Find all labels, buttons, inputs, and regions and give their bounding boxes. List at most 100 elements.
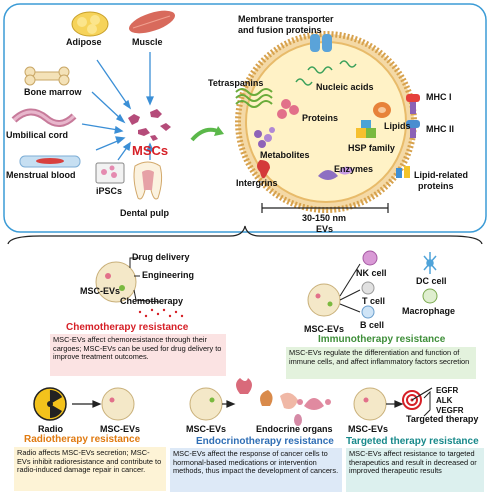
size-label: 30-150 nm (302, 213, 347, 223)
menstrual-blood-icon (19, 155, 81, 168)
target-icon (402, 387, 433, 410)
egfr-label: EGFR (436, 386, 459, 395)
enzymes-label: Enzymes (334, 164, 374, 174)
b-cell-label: B cell (360, 320, 385, 330)
proteins-label: Proteins (302, 113, 339, 123)
breast-icon (280, 392, 298, 409)
targeted-therapy-label: Targeted therapy (406, 414, 479, 424)
tetraspanins-icon (235, 88, 273, 108)
adipose-icon (71, 11, 109, 37)
chemotherapy-label: Chemotherapy (120, 296, 184, 306)
macrophage-label: Macrophage (402, 306, 456, 316)
metabolites-icon (254, 127, 275, 148)
nk-cell-icon (362, 250, 378, 266)
source-arrows (81, 52, 154, 161)
vegfr-label: VEGFR (436, 406, 464, 415)
target-description: MSC-EVs affect resistance to targeted th… (346, 448, 484, 492)
target-ev-icon (353, 387, 387, 421)
radio-label: Radio (38, 424, 64, 434)
engineering-label: Engineering (142, 270, 195, 280)
target-arrow (386, 400, 404, 408)
testis-icon (294, 414, 302, 426)
nk-cell-label: NK cell (356, 268, 387, 278)
membrane-label: Membrane transporter (238, 14, 334, 24)
chemo-title: Chemotherapy resistance (66, 322, 189, 333)
nucleic-acids-label: Nucleic acids (316, 82, 374, 92)
lipid-related-label-2: proteins (418, 181, 454, 191)
chemo-description: MSC-EVs affect chemoresistance through t… (50, 334, 226, 376)
ev-vesicle (235, 31, 417, 213)
muscle-label: Muscle (132, 37, 163, 47)
lipids-icon (373, 102, 391, 118)
immuno-title: Immunotherapy resistance (318, 334, 446, 345)
enzymes-icon (318, 166, 354, 180)
membrane-transporter-icon (310, 34, 332, 52)
bone-marrow-label: Bone marrow (24, 87, 82, 97)
hsp-label: HSP family (348, 143, 395, 153)
radio-msc-evs-label: MSC-EVs (100, 424, 141, 434)
fusion-label: and fusion proteins (238, 25, 322, 35)
proteins-icon (277, 99, 299, 119)
intergrins-label: Intergrins (236, 178, 278, 188)
b-cell-icon (361, 305, 375, 319)
mhc1-label: MHC I (426, 92, 452, 102)
radio-title: Radiotherapy resistance (24, 434, 141, 445)
alk-label: ALK (436, 396, 453, 405)
top-frame (3, 3, 487, 233)
nucleic-acids-icon (295, 60, 357, 86)
dental-pulp-label: Dental pulp (120, 208, 169, 218)
endo-title: Endocrinotherapy resistance (196, 436, 334, 447)
drug-dots (138, 308, 184, 318)
lipids-label: Lipids (384, 121, 411, 131)
chemo-ev-icon (95, 261, 137, 303)
endo-ev-icon (189, 387, 223, 421)
chemo-msc-evs-label: MSC-EVs (80, 286, 121, 296)
brace (7, 225, 483, 245)
muscle-icon (129, 10, 175, 34)
adrenal-icon (260, 390, 273, 406)
ipscs-icon (95, 162, 125, 184)
radio-arrow (72, 400, 102, 408)
dc-cell-icon (423, 252, 437, 274)
endocrine-organs-label: Endocrine organs (256, 424, 333, 434)
target-title: Targeted therapy resistance (346, 436, 479, 447)
tooth-icon (133, 161, 163, 200)
radio-ev-icon (101, 387, 135, 421)
size-bracket (261, 203, 389, 213)
menstrual-blood-label: Menstrual blood (6, 170, 76, 180)
chemo-connectors (129, 257, 161, 303)
msc-cells (128, 109, 171, 141)
metabolites-label: Metabolites (260, 150, 310, 160)
ovary-icon (297, 398, 331, 410)
immuno-msc-evs-label: MSC-EVs (304, 324, 345, 334)
radio-description: Radio affects MSC-EVs secretion; MSC-EVs… (14, 447, 166, 491)
immuno-ev-icon (307, 283, 341, 317)
bone-icon (24, 66, 70, 86)
mhc2-label: MHC II (426, 124, 454, 134)
umbilical-cord-label: Umbilical cord (6, 130, 69, 140)
lipid-related-icon (396, 166, 410, 178)
tetraspanins-label: Tetraspanins (208, 78, 264, 88)
target-msc-evs-label: MSC-EVs (348, 424, 389, 434)
mhc-icon (406, 94, 420, 138)
ipscs-label: iPSCs (96, 186, 123, 196)
dc-cell-label: DC cell (416, 276, 447, 286)
mscs-label: MSCs (132, 143, 169, 158)
lipid-related-label-1: Lipid-related (414, 170, 469, 180)
intergrins-icon (257, 160, 270, 179)
hsp-family-icon (356, 120, 376, 138)
drug-delivery-label: Drug delivery (132, 252, 190, 262)
t-cell-label: T cell (362, 296, 386, 306)
endo-description: MSC-EVs affect the response of cancer ce… (170, 448, 342, 492)
t-cell-icon (361, 281, 375, 295)
radiation-icon (33, 387, 67, 421)
target-brace (423, 390, 431, 417)
umbilical-cord-icon (11, 108, 77, 127)
immuno-connectors (339, 263, 361, 313)
endo-arrow (222, 400, 236, 408)
thyroid-icon (236, 378, 252, 394)
immuno-description: MSC-EVs regulate the differentiation and… (286, 347, 476, 379)
endo-msc-evs-label: MSC-EVs (186, 424, 227, 434)
